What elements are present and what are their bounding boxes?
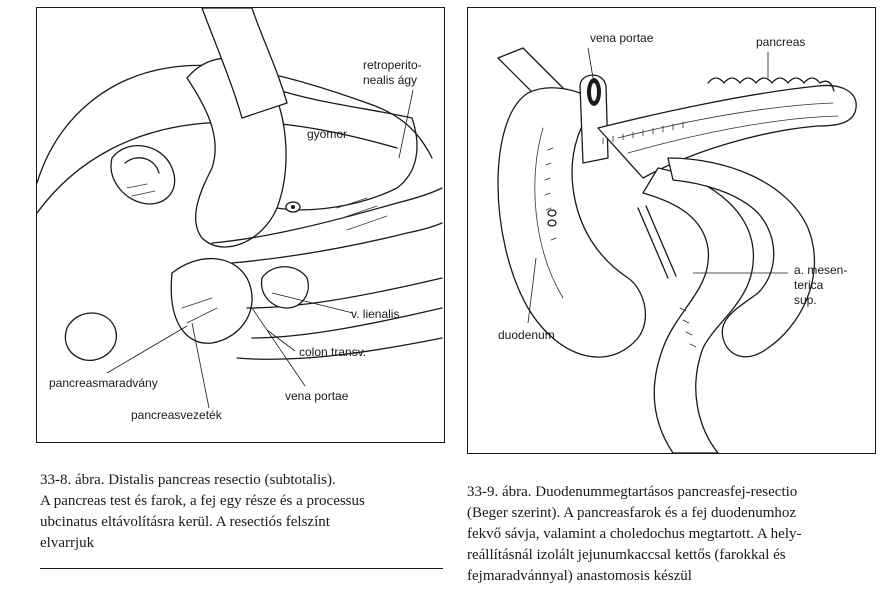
label-retroperito: retroperito-	[363, 58, 422, 72]
caption-33-9-line: reállításnál izolált jejunumkaccsal kett…	[467, 547, 786, 563]
caption-33-8-line: elvarrjuk	[40, 535, 95, 551]
label-gyomor: gyomor	[307, 127, 348, 141]
caption-33-8-line: ubcinatus eltávolításra kerül. A resecti…	[40, 514, 330, 530]
label-vena-portae-right: vena portae	[590, 31, 654, 45]
figure-33-9-illustration: vena portae pancreas a. mesen- terica su…	[467, 7, 876, 454]
label-colon-transv: colon transv.	[299, 345, 367, 359]
label-a-mesen: a. mesen-	[794, 263, 848, 277]
label-duodenum: duodenum	[498, 328, 555, 342]
caption-divider-line	[40, 568, 443, 569]
label-pancreasmaradvany: pancreasmaradvány	[49, 376, 158, 390]
distal-resection-drawing	[37, 8, 443, 409]
caption-33-9: 33-9. ábra. Duodenummegtartásos pancreas…	[467, 482, 887, 587]
label-sup: sup.	[794, 293, 817, 307]
figure-33-8-illustration: retroperito- nealis ágy gyomor v. lienal…	[36, 7, 445, 443]
caption-33-8: 33-8. ábra. Distalis pancreas resectio (…	[40, 470, 440, 554]
caption-33-8-line: A pancreas test és farok, a fej egy rész…	[40, 493, 365, 509]
caption-33-9-line: 33-9. ábra. Duodenummegtartásos pancreas…	[467, 484, 798, 500]
caption-33-9-line: (Beger szerint). A pancreasfarok és a fe…	[467, 505, 797, 521]
label-v-lienalis: v. lienalis	[351, 307, 400, 321]
label-terica: terica	[794, 278, 824, 292]
label-pancreasvezetek: pancreasvezeték	[131, 408, 222, 422]
caption-33-8-line: 33-8. ábra. Distalis pancreas resectio (…	[40, 472, 336, 488]
label-nealis-agy: nealis ágy	[363, 73, 418, 87]
label-pancreas: pancreas	[756, 35, 806, 49]
label-vena-portae: vena portae	[285, 389, 349, 403]
caption-33-9-line: fekvő sávja, valamint a choledochus megt…	[467, 526, 802, 542]
beger-resection-drawing	[497, 47, 857, 453]
caption-33-9-line: fejmaradvánnyal) anastomosis készül	[467, 568, 692, 584]
